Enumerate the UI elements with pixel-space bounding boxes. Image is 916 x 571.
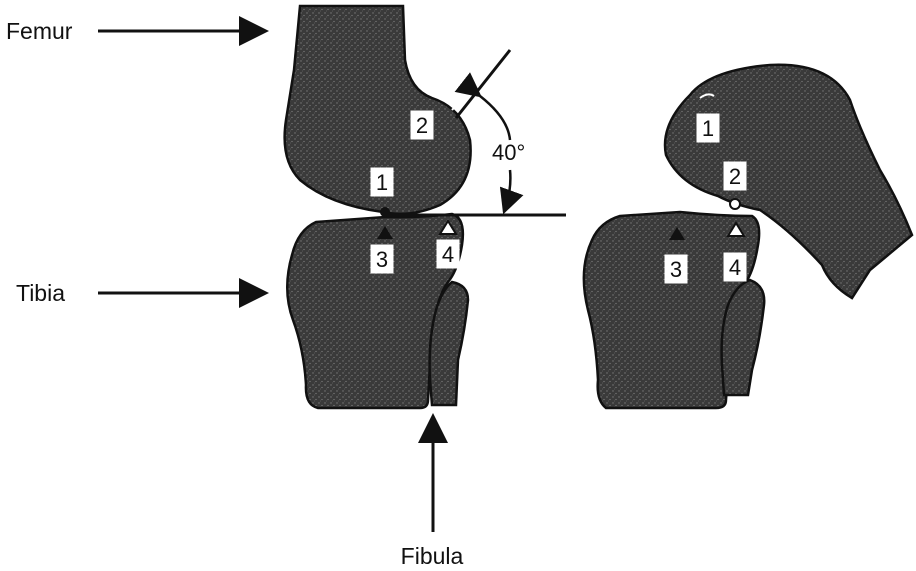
tibia-label-group: Tibia [16, 280, 266, 306]
right-marker-4: 4 [724, 253, 746, 281]
svg-text:1: 1 [376, 170, 388, 195]
tibia-label: Tibia [16, 280, 65, 306]
left-marker-4: 4 [437, 240, 459, 268]
svg-text:1: 1 [702, 116, 714, 141]
left-angled-line [456, 50, 510, 118]
left-marker-1: 1 [371, 168, 393, 196]
right-knee: 1 2 3 4 [584, 65, 912, 408]
right-marker-2: 2 [724, 162, 746, 190]
fibula-label-group: Fibula [401, 416, 464, 569]
left-knee: 1 2 3 4 40° [285, 6, 566, 408]
svg-text:3: 3 [376, 247, 388, 272]
angle-arc [480, 96, 510, 140]
svg-text:2: 2 [416, 113, 428, 138]
svg-text:3: 3 [670, 257, 682, 282]
femur-label: Femur [6, 18, 73, 44]
left-marker-3: 3 [371, 245, 393, 273]
svg-text:2: 2 [729, 164, 741, 189]
svg-text:4: 4 [442, 242, 454, 267]
right-marker-1: 1 [697, 114, 719, 142]
svg-text:4: 4 [729, 255, 741, 280]
right-marker-3: 3 [665, 255, 687, 283]
right-contact-point [730, 199, 740, 209]
left-marker-2: 2 [411, 111, 433, 139]
femur-label-group: Femur [6, 18, 266, 44]
fibula-label: Fibula [401, 543, 464, 569]
angle-label: 40° [492, 140, 525, 165]
angle-arc-lower [504, 170, 510, 212]
